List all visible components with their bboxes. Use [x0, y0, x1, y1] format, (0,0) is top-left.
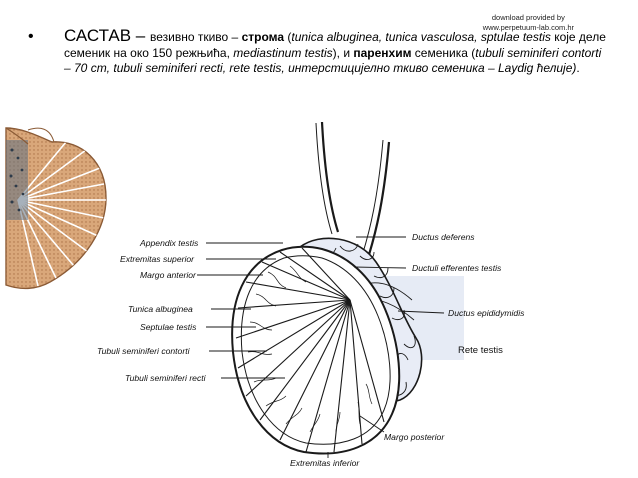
small-testis-illustration — [5, 127, 107, 290]
text-seg8: ), и — [332, 45, 354, 60]
bullet-item: • САСТАВ – везивно ткиво – строма (tunic… — [28, 26, 608, 77]
credit-line-2: www.perpetuum-lab.com.hr — [482, 23, 574, 32]
text-stroma: строма — [241, 30, 285, 44]
label-extremitas-inferior: Extremitas inferior — [290, 458, 360, 468]
text-seg12: . — [576, 61, 580, 75]
bullet-dot: • — [28, 28, 34, 45]
label-margo-posterior: Margo posterior — [384, 432, 445, 442]
label-extremitas-superior: Extremitas superior — [120, 254, 195, 264]
label-appendix-testis: Appendix testis — [139, 238, 199, 248]
label-ductuli-efferentes: Ductuli efferentes testis — [412, 263, 502, 273]
label-tubuli-contorti: Tubuli seminiferi contorti — [97, 346, 191, 356]
label-ductus-epididymidis: Ductus epididymidis — [448, 308, 525, 318]
text-seg2: везивно ткиво – — [149, 30, 242, 44]
text-seg6: које деле семеник на око 150 режњића, — [64, 30, 606, 60]
label-margo-anterior: Margo anterior — [140, 270, 197, 280]
leader-lines — [197, 236, 445, 458]
bullet-text: САСТАВ – везивно ткиво – строма (tunica … — [64, 26, 608, 77]
main-testis-illustration — [231, 121, 464, 455]
text-tunica-list: tunica albuginea, tunica vasculosa, sptu… — [291, 30, 551, 44]
label-rete-testis: Rete testis — [458, 345, 503, 356]
text-tubuli-list: tubuli seminiferi contorti – 70 cm, tubu… — [64, 45, 602, 76]
diagram-labels: Appendix testis Extremitas superior Marg… — [97, 232, 525, 468]
text-seg10: семеника ( — [411, 45, 476, 60]
text-seg4: ( — [284, 30, 292, 44]
label-tunica-albuginea: Tunica albuginea — [128, 304, 193, 314]
label-septulae-testis: Septulae testis — [140, 322, 197, 332]
credit-text: download provided by www.perpetuum-lab.c… — [483, 13, 574, 33]
label-tubuli-recti: Tubuli seminiferi recti — [125, 373, 207, 383]
label-ductus-deferens: Ductus deferens — [412, 232, 475, 242]
text-parenhim: паренхим — [353, 45, 412, 60]
text-sastav: САСТАВ – — [64, 26, 150, 45]
credit-line-1: download provided by — [491, 13, 565, 22]
text-mediastinum: mediastinum testis — [233, 45, 333, 60]
